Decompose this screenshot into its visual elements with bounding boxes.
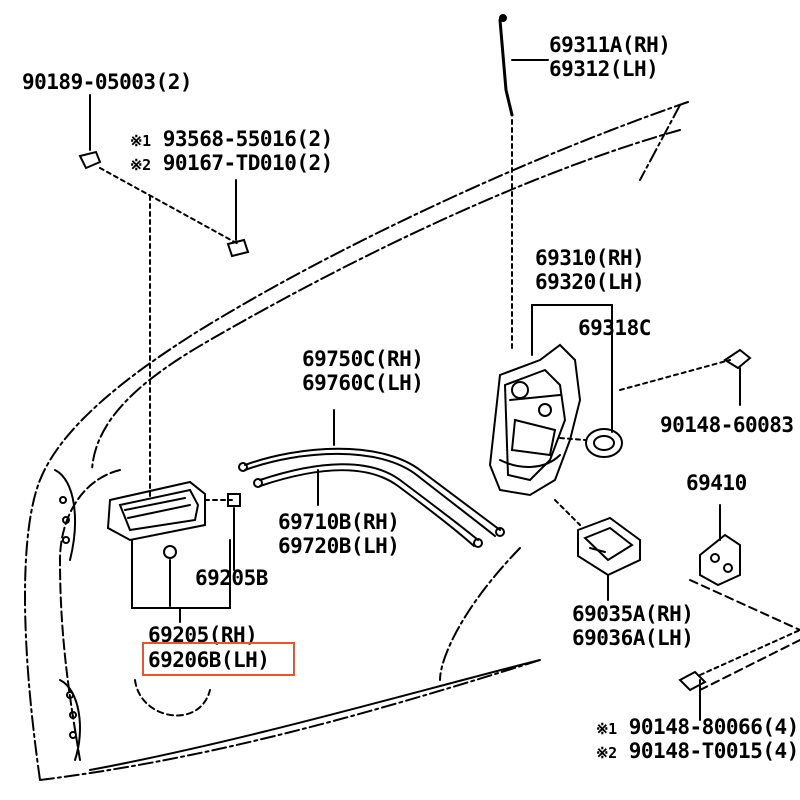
note-mark-2: ※2 [596,744,617,762]
screw-90189 [78,150,102,170]
label-69312: 69312(LH) [549,57,659,81]
door-lower-curve [89,659,541,771]
cable-assembly [238,447,505,548]
door-outline-window [91,129,681,471]
label-90148-T0015: ※2 90148-T0015(4) [596,739,799,765]
door-lock-assembly [488,343,582,497]
label-93568-55016: ※1 93568-55016(2) [130,127,333,153]
part-number: 90148-80066(4) [628,715,800,739]
label-69205B: 69205B [195,566,268,590]
label-69410: 69410 [686,471,747,495]
window-frame-line [639,104,681,181]
door-rear-line [689,579,800,631]
door-bottom-edge [39,659,541,781]
inner-door-handle [106,480,206,542]
label-69710B: 69710B(RH) [278,510,400,534]
cover-69318C [585,428,623,458]
part-number: 93568-55016(2) [162,127,334,151]
door-front-edge [439,547,521,681]
rod-69311A [498,18,514,117]
door-edge-holes [54,469,81,761]
screw-93568 [226,238,250,258]
bolt-90148-80066 [678,670,707,692]
note-mark-2: ※2 [130,156,151,174]
label-69720B: 69720B(LH) [278,534,400,558]
screw-90148-60083 [723,348,752,370]
label-69760C: 69760C(LH) [302,371,424,395]
label-69318C: 69318C [578,316,651,340]
part-number: 90148-T0015(4) [628,739,800,763]
label-69750C: 69750C(RH) [302,347,424,371]
label-69206B: 69206B(LH) [148,648,270,672]
note-mark-1: ※1 [596,720,617,738]
label-69310: 69310(RH) [535,246,645,270]
label-69036A: 69036A(LH) [572,626,694,650]
door-outline-inner [58,469,121,761]
door-outline-outer [24,101,689,781]
highlight-box [142,642,295,676]
door-striker [699,533,741,587]
part-number: 90167-TD010(2) [162,151,334,175]
label-69035A: 69035A(RH) [572,602,694,626]
lock-motor [577,516,641,577]
label-90148-60083: 90148-60083 [660,413,794,437]
door-rear-line-2 [699,639,800,691]
label-69320: 69320(LH) [535,270,645,294]
label-69311A: 69311A(RH) [549,33,671,57]
clip-lower [163,545,177,559]
label-90189-05003: 90189-05003(2) [22,70,193,94]
label-90148-80066: ※1 90148-80066(4) [596,715,799,741]
note-mark-1: ※1 [130,132,151,150]
clip-69205B [227,493,241,507]
label-90167-TD010: ※2 90167-TD010(2) [130,151,333,177]
